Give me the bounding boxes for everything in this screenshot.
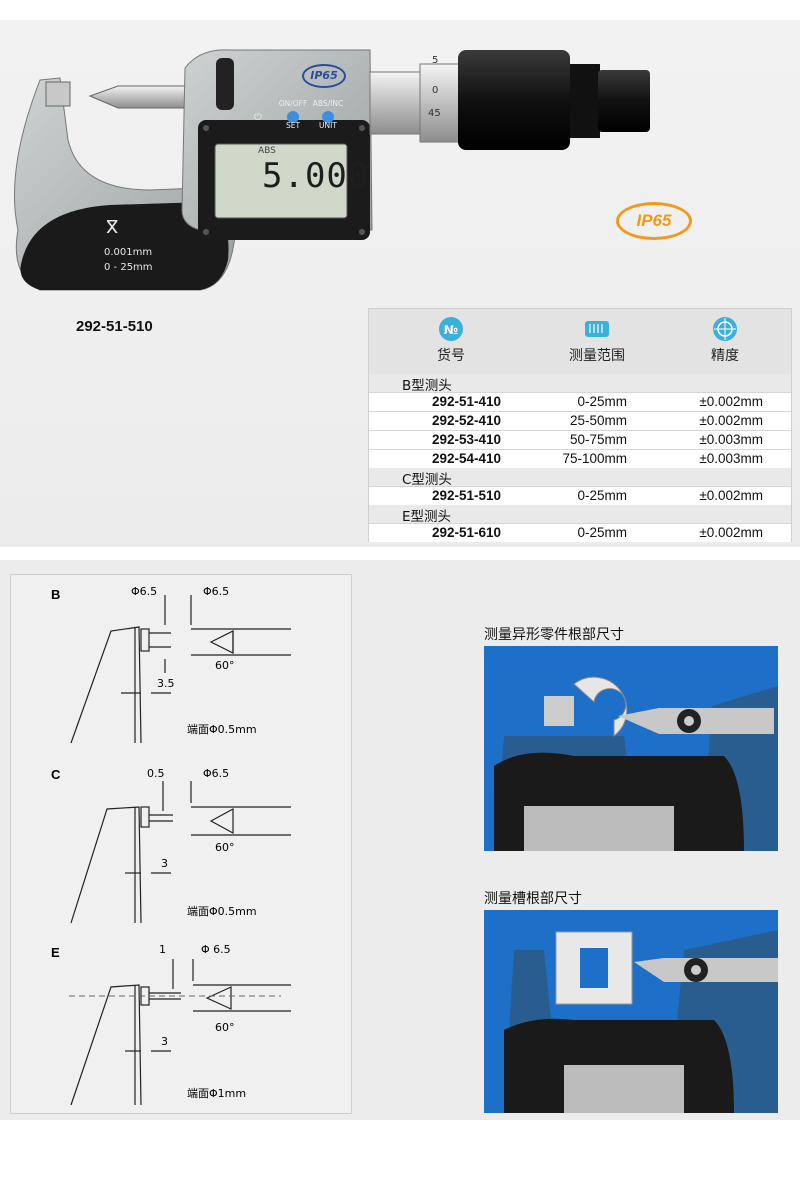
diagram-e-dim-b: Φ 6.5 (201, 943, 231, 956)
diagram-e-face: 端面Φ1mm (187, 1087, 247, 1100)
ip65-badge-small: IP65 (302, 64, 346, 88)
diagram-b-angle: 60° (215, 659, 235, 672)
diagram-e-angle: 60° (215, 1021, 235, 1034)
diagram-b-face: 端面Φ0.5mm (187, 723, 257, 736)
header-accuracy: 精度 (665, 315, 785, 365)
diagram-b-dim-b: Φ6.5 (203, 585, 230, 598)
power-symbol-icon: ⏻ (254, 112, 262, 123)
diagram-e-label: E (51, 945, 60, 960)
probe-diagrams: B Φ6.5 Φ6.5 3.5 60° 端面Φ0.5mm C 0.5 Φ6.5 (10, 574, 352, 1114)
svg-text:№: № (444, 323, 458, 337)
diagram-e: E 1 Φ 6.5 3 60° 端面Φ1mm (11, 935, 351, 1113)
photo-1-caption: 测量异形零件根部尺寸 (484, 627, 624, 643)
onoff-label: ON/OFF (278, 99, 308, 108)
thimble-tick-45: 45 (428, 108, 441, 119)
diagram-b: B Φ6.5 Φ6.5 3.5 60° 端面Φ0.5mm (11, 575, 351, 758)
unit-label: UNIT (319, 121, 337, 130)
frame-resolution: 0.001mm (104, 247, 153, 258)
diagram-c-dim-c: 3 (161, 857, 168, 870)
photo-2 (484, 910, 778, 1113)
diagram-b-label: B (51, 587, 61, 602)
diagram-c-dim-b: Φ6.5 (203, 767, 230, 780)
diagram-b-dim-c: 3.5 (157, 677, 175, 690)
product-sku: 292-51-510 (76, 318, 153, 335)
range-icon (581, 315, 613, 343)
photo-1 (484, 646, 778, 851)
target-icon (709, 315, 741, 343)
group-row: B型测头 (369, 374, 791, 394)
micrometer-illustration (14, 49, 650, 291)
group-row: E型测头 (369, 505, 791, 525)
number-icon: № (435, 315, 467, 343)
diagram-c: C 0.5 Φ6.5 3 60° 端面Φ0.5mm (11, 757, 351, 936)
header-range: 测量范围 (537, 315, 657, 365)
onoff-button[interactable]: ON/OFF (276, 99, 310, 108)
display-mode: ABS (258, 146, 276, 156)
frame-range: 0 - 25mm (104, 262, 153, 273)
photo-2-caption: 测量槽根部尺寸 (484, 891, 582, 907)
thimble-tick-5: 5 (432, 55, 439, 66)
lcd-reading: 5.000 (262, 156, 370, 196)
set-label: SET (285, 121, 301, 130)
ip65-badge-large: IP65 (616, 202, 692, 240)
thimble-tick-0: 0 (432, 85, 439, 96)
diagram-e-dim-a: 1 (159, 943, 166, 956)
group-row: C型测头 (369, 468, 791, 488)
brand-logo-icon: ⴳ (106, 217, 119, 238)
absinc-button[interactable]: ABS/INC (312, 99, 344, 108)
diagram-e-dim-c: 3 (161, 1035, 168, 1048)
diagram-c-dim-a: 0.5 (147, 767, 165, 780)
diagram-c-angle: 60° (215, 841, 235, 854)
diagram-b-dim-a: Φ6.5 (131, 585, 158, 598)
diagram-c-label: C (51, 767, 61, 782)
diagram-c-face: 端面Φ0.5mm (187, 905, 257, 918)
header-code: № 货号 (391, 315, 511, 365)
